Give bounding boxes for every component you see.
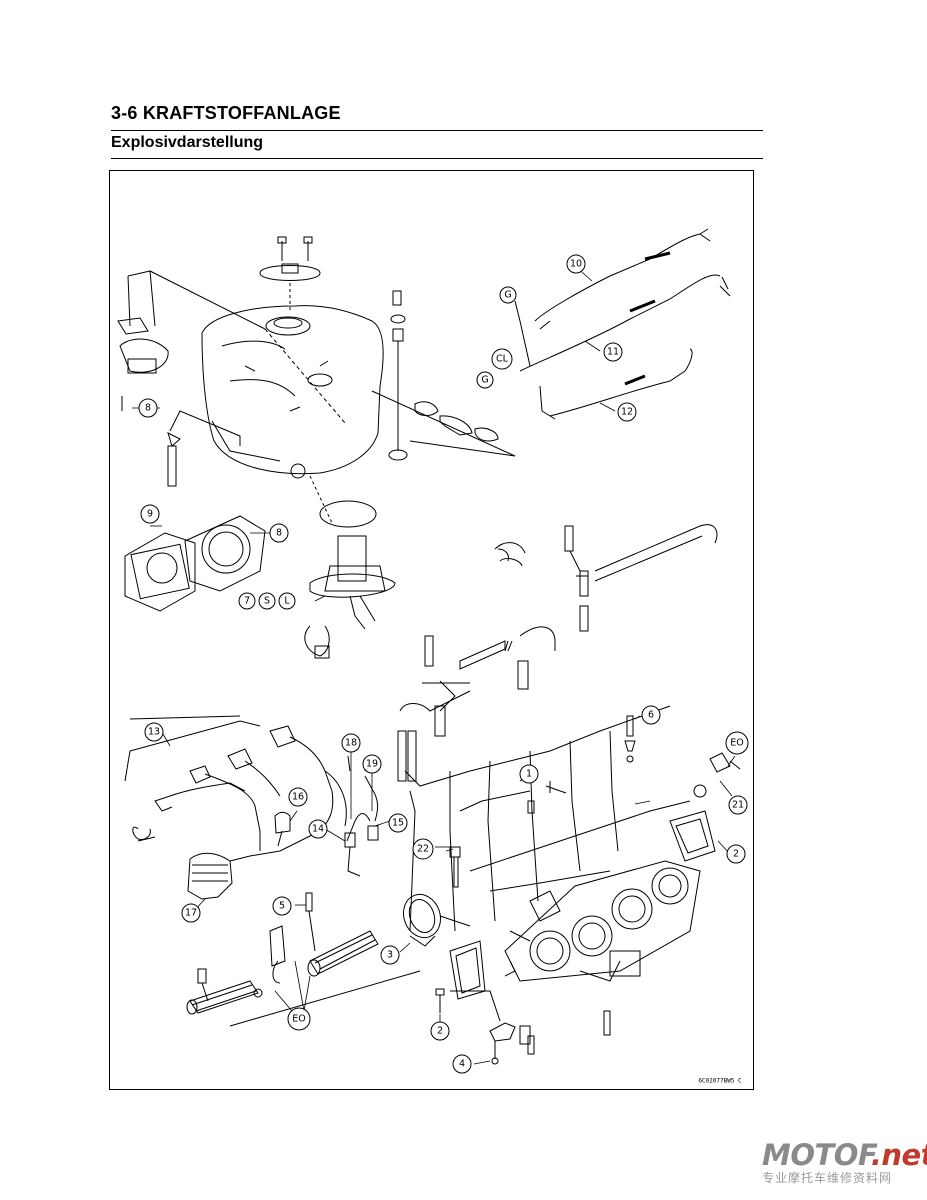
callout-4 — [452, 1054, 472, 1074]
intake-gaskets — [449, 752, 741, 1000]
callout-7 — [238, 592, 256, 610]
callout-label-2b: 2 — [437, 1026, 443, 1037]
callout-21 — [728, 795, 748, 815]
callout-label-21: 21 — [732, 800, 744, 811]
callout-label-22: 22 — [417, 844, 429, 855]
callout-label-20: 19 — [366, 759, 378, 770]
callout-label-19: 18 — [345, 738, 357, 749]
throttle-body-assembly — [504, 860, 701, 982]
subtitle-rule — [111, 158, 763, 159]
callout-11 — [566, 254, 586, 274]
callout-label-14: 13 — [148, 727, 160, 738]
callout-label-18: 17 — [185, 908, 197, 919]
callout-8 — [138, 398, 158, 418]
vacuum-lines — [404, 705, 691, 932]
tank-bracket — [117, 270, 241, 487]
callouts — [138, 254, 749, 1074]
clamp-ring — [402, 893, 471, 947]
callout-6 — [641, 705, 661, 725]
fuel-tank — [149, 270, 516, 475]
callout-label-16: 15 — [392, 818, 404, 829]
throttle-cables — [514, 228, 731, 420]
watermark: MOTOF.net 专业摩托车维修资料网 — [762, 1138, 927, 1196]
callout-label-2a: 2 — [733, 849, 739, 860]
exploded-view-drawing: 8 9 8 7 10 11 12 1 6 21 2 22 5 3 2 4 13 … — [117, 228, 749, 1085]
watermark-logo-main: MOTOF — [762, 1138, 871, 1172]
symbol-s — [258, 592, 276, 610]
symbol-label-s: S — [264, 596, 270, 607]
subsection-title: Explosivdarstellung — [111, 134, 264, 151]
callout-label-4: 4 — [459, 1059, 465, 1070]
callout-label-15: 14 — [312, 824, 324, 835]
callout-label-9: 8 — [276, 528, 282, 539]
callout-10 — [140, 504, 160, 524]
leader-lines — [132, 265, 736, 1065]
callout-18 — [181, 903, 201, 923]
callout-label-13: 12 — [621, 407, 633, 418]
callout-label-7: 7 — [244, 596, 250, 607]
watermark-logo-ext: .net — [870, 1138, 927, 1172]
symbol-label-g1: G — [504, 290, 511, 301]
callout-19 — [341, 733, 361, 753]
fuel-hoses — [397, 524, 718, 782]
wiring-harness — [124, 548, 509, 900]
title-rule — [111, 130, 763, 131]
callout-22 — [412, 838, 434, 860]
symbol-label-eo2: EO — [292, 1014, 305, 1025]
callout-1 — [519, 764, 539, 784]
symbol-eo2 — [287, 1007, 311, 1031]
callout-label-10: 9 — [147, 509, 153, 520]
symbol-label-eo1: EO — [730, 738, 743, 749]
callout-label-11: 10 — [570, 259, 582, 270]
symbol-label-g2: G — [481, 375, 488, 386]
symbol-cl — [491, 348, 513, 370]
instrument-cluster — [124, 515, 266, 612]
callout-2a — [726, 844, 746, 864]
fuel-cap — [259, 236, 321, 311]
callout-9 — [269, 523, 289, 543]
watermark-logo: MOTOF.net — [762, 1138, 927, 1172]
symbol-l — [278, 592, 296, 610]
callout-label-6: 6 — [648, 710, 654, 721]
throttle-grips — [186, 892, 501, 1027]
callout-17 — [288, 787, 308, 807]
symbol-g2 — [476, 371, 494, 389]
callout-label-1: 1 — [526, 769, 532, 780]
callout-12 — [603, 342, 623, 362]
callout-13 — [617, 402, 637, 422]
callout-2b — [430, 1021, 450, 1041]
watermark-subtitle: 专业摩托车维修资料网 — [762, 1171, 893, 1185]
callout-3 — [380, 945, 400, 965]
symbol-label-l: L — [284, 596, 290, 607]
symbol-label-cl: CL — [496, 354, 509, 365]
injectors — [449, 715, 636, 888]
callout-label-8: 8 — [145, 403, 151, 414]
callout-5 — [272, 896, 292, 916]
fuel-pump — [290, 463, 396, 659]
screws-bottom — [435, 988, 611, 1065]
symbol-g1 — [499, 286, 517, 304]
callout-label-3: 3 — [387, 950, 393, 961]
exploded-view-figure: 8 9 8 7 10 11 12 1 6 21 2 22 5 3 2 4 13 … — [109, 170, 754, 1090]
callout-label-5: 5 — [279, 901, 285, 912]
callout-14 — [144, 722, 164, 742]
callout-16 — [388, 813, 408, 833]
callout-20 — [362, 754, 382, 774]
callout-label-12: 11 — [607, 347, 619, 358]
tank-fasteners — [388, 290, 499, 461]
callout-label-17: 16 — [292, 792, 304, 803]
symbol-eo1 — [725, 731, 749, 755]
section-title: 3-6 KRAFTSTOFFANLAGE — [111, 103, 341, 123]
callout-15 — [308, 819, 328, 839]
figure-code: 6C02077BW5 C — [698, 1078, 742, 1085]
